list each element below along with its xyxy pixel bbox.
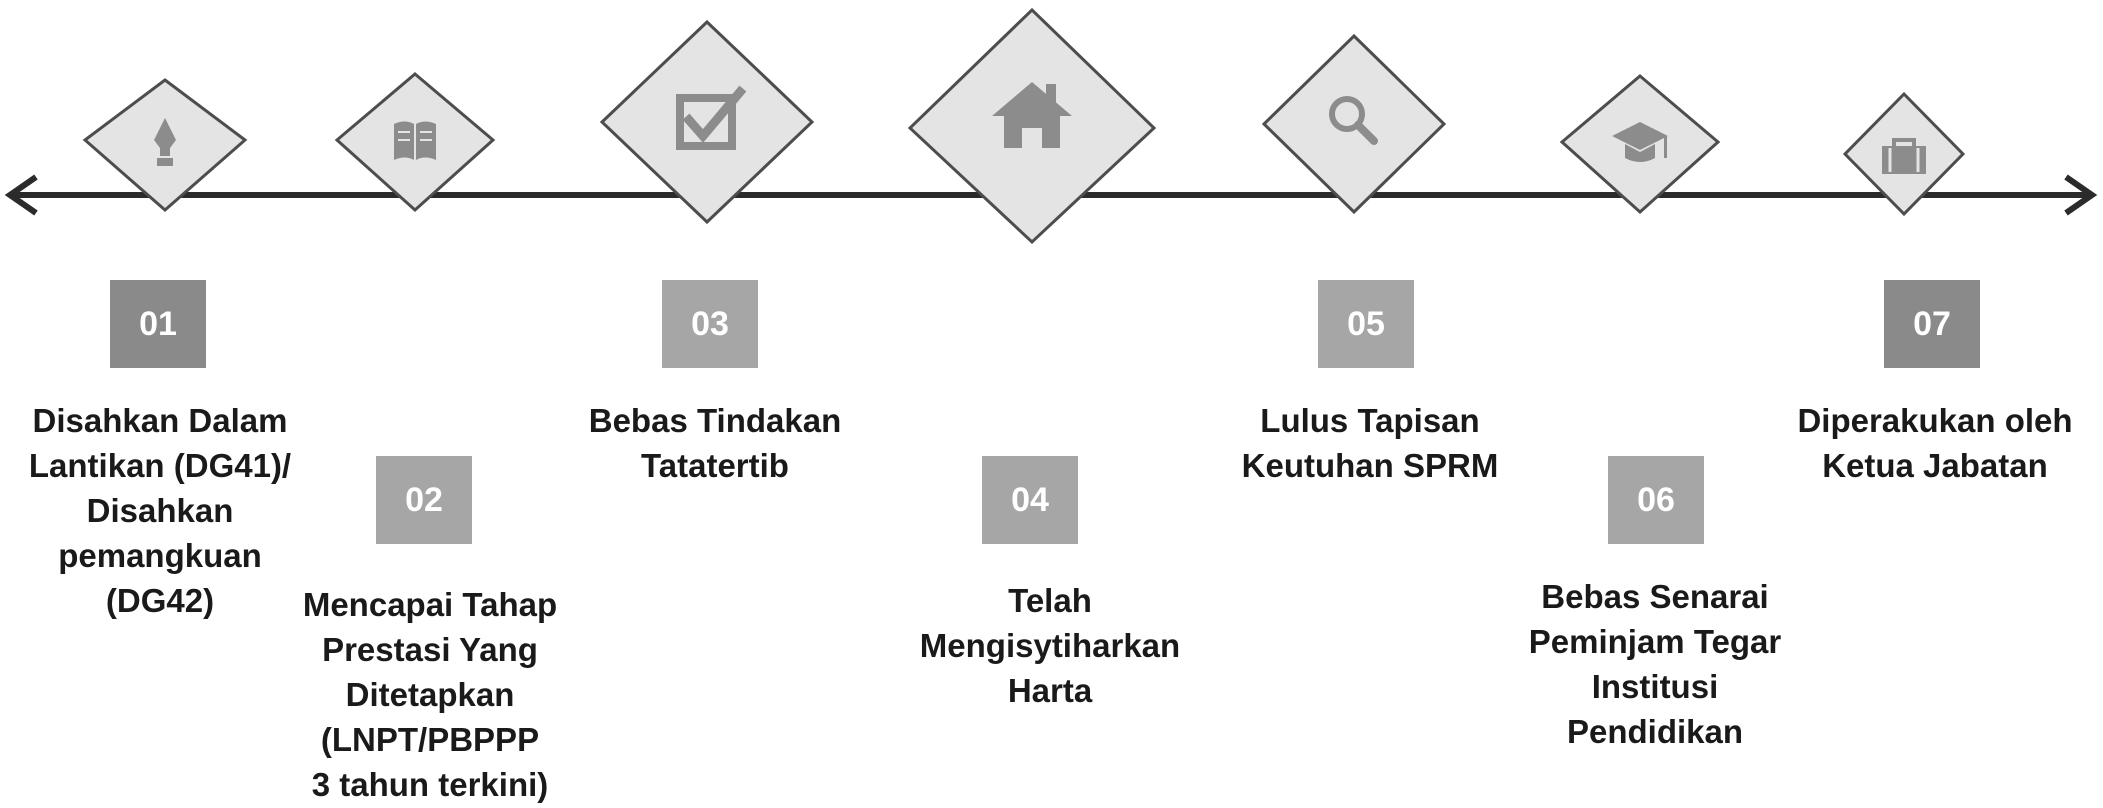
milestone-diamond-04 — [907, 7, 1157, 245]
milestone-diamond-03 — [599, 19, 815, 225]
step-label: Bebas Senarai Peminjam Tegar Institusi P… — [1528, 578, 1782, 750]
pen-nib-icon — [154, 118, 176, 166]
briefcase-icon — [1882, 138, 1926, 174]
step-number-badge: 01 — [110, 280, 206, 368]
step-number-badge: 02 — [376, 456, 472, 544]
milestone-diamond-02 — [334, 72, 496, 213]
step-label: Disahkan Dalam Lantikan (DG41)/ Disahkan… — [28, 402, 292, 619]
step-number-badge: 03 — [662, 280, 758, 368]
step-label: Telah Mengisytiharkan Harta — [919, 582, 1181, 709]
checkbox-icon — [676, 85, 747, 150]
graduation-cap-icon — [1612, 122, 1668, 162]
step-label: Diperakukan oleh Ketua Jabatan — [1797, 402, 2073, 484]
milestone-diamond-06 — [1559, 74, 1721, 215]
right-arrowhead — [2064, 174, 2098, 216]
step-label: Bebas Tindakan Tatatertib — [588, 402, 842, 484]
milestone-diamond-07 — [1842, 91, 1966, 217]
step-number-badge: 04 — [982, 456, 1078, 544]
step-label: Lulus Tapisan Keutuhan SPRM — [1241, 402, 1499, 484]
step-number-badge: 06 — [1608, 456, 1704, 544]
magnifier-icon — [1329, 96, 1378, 145]
milestone-diamond-01 — [82, 78, 248, 212]
step-number-badge: 07 — [1884, 280, 1980, 368]
house-icon — [992, 82, 1072, 148]
milestone-diamond-05 — [1261, 33, 1447, 215]
step-number-badge: 05 — [1318, 280, 1414, 368]
book-icon — [394, 121, 436, 160]
left-arrowhead — [4, 174, 38, 216]
step-label: Mencapai Tahap Prestasi Yang Ditetapkan … — [302, 586, 558, 803]
